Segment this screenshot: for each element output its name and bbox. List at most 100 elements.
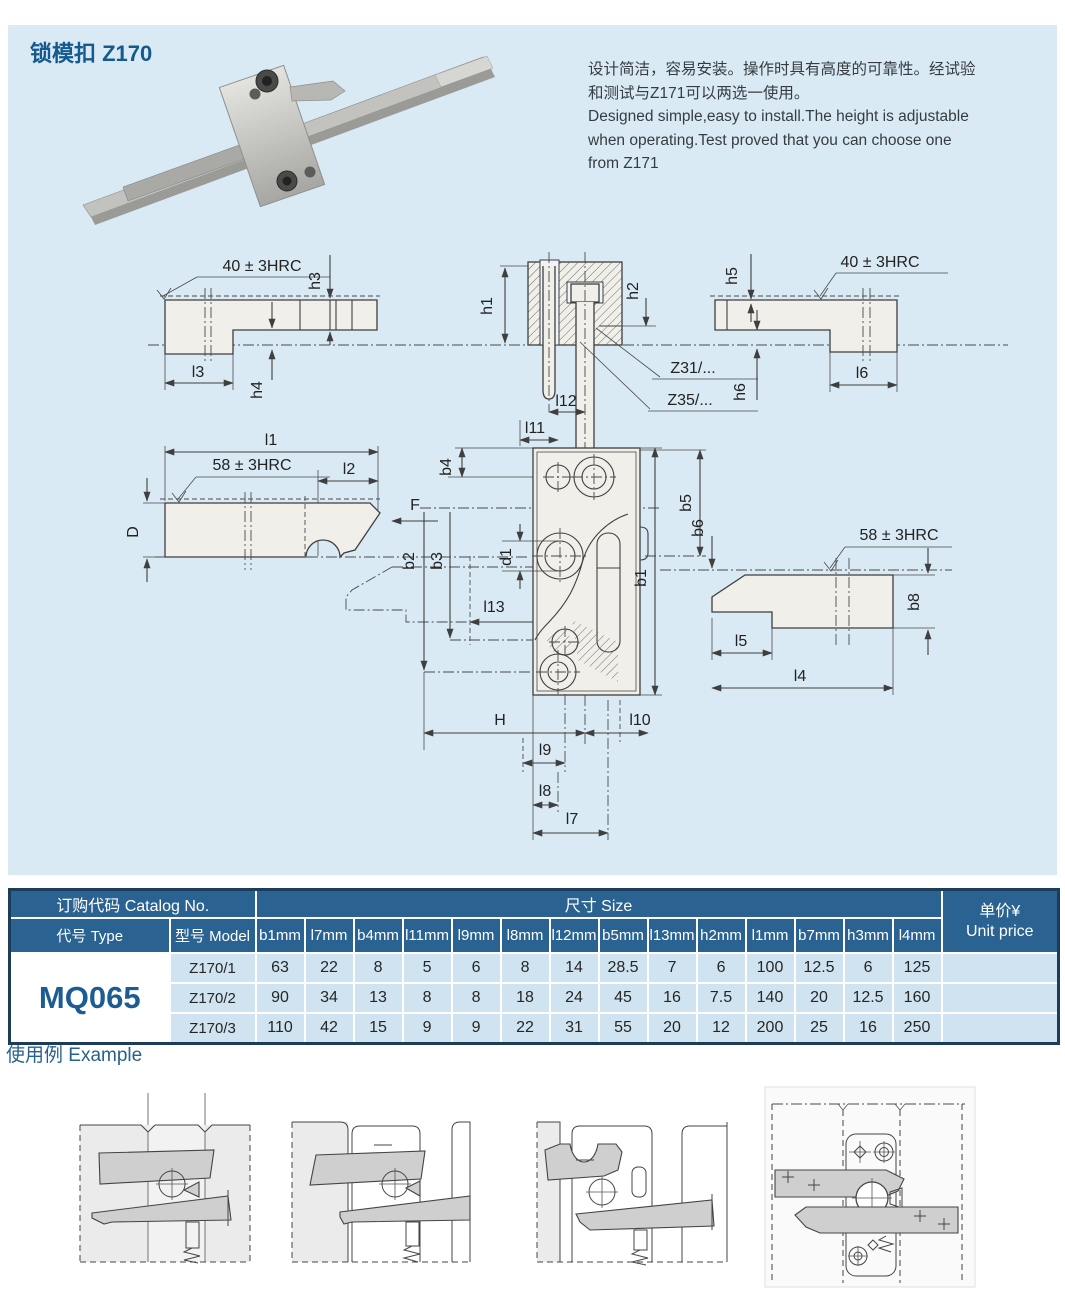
example-diagram-4 — [764, 1086, 976, 1288]
dim-label-h4: h4 — [249, 381, 266, 399]
value-cell: 140 — [744, 982, 796, 1014]
dim-label-l9: l9 — [539, 742, 552, 759]
value-cell: 6 — [695, 952, 747, 984]
value-cell: 13 — [352, 982, 404, 1014]
dim-header-l1: l1mm — [744, 917, 796, 954]
dim-label-h1: h1 — [479, 297, 496, 315]
dim-label-b2: b2 — [401, 552, 418, 570]
value-cell: 20 — [646, 1012, 698, 1045]
value-cell: 8 — [499, 952, 551, 984]
dim-label-l7: l7 — [566, 811, 579, 828]
dim-label-h3: h3 — [307, 272, 324, 290]
dim-label-l12: l12 — [555, 393, 576, 410]
usage-examples — [79, 1086, 976, 1288]
latch-plate — [218, 64, 346, 208]
model-cell: Z170/3 — [168, 1012, 257, 1045]
value-cell: 90 — [254, 982, 306, 1014]
phantom-arm-outline — [345, 566, 542, 623]
example-diagram-2 — [291, 1121, 471, 1263]
value-cell: 14 — [548, 952, 600, 984]
dim-label-l5: l5 — [735, 633, 748, 650]
model-cell: Z170/1 — [168, 952, 257, 984]
dim-label-d1: d1 — [498, 548, 515, 566]
value-cell: 5 — [401, 952, 453, 984]
dim-header-l9: l9mm — [450, 917, 502, 954]
product-description: 设计简洁，容易安装。操作时具有高度的可靠性。经试验 和测试与Z171可以两选一使… — [588, 58, 1050, 176]
dim-label-l8: l8 — [539, 783, 552, 800]
value-cell: 9 — [450, 1012, 502, 1045]
dim-label-b1: b1 — [633, 569, 650, 587]
value-cell: 8 — [450, 982, 502, 1014]
value-cell: 45 — [597, 982, 649, 1014]
unit-price-cell — [940, 952, 1060, 984]
header-model: 型号 Model — [168, 917, 257, 954]
value-cell: 25 — [793, 1012, 845, 1045]
dim-header-h3: h3mm — [842, 917, 894, 954]
description-en-line2: when operating.Test proved that you can … — [588, 131, 952, 149]
dim-label-hardness40-left: 40 ± 3HRC — [222, 258, 301, 275]
value-cell: 16 — [842, 1012, 894, 1045]
value-cell: 22 — [303, 952, 355, 984]
header-unit-price-en: Unit price — [965, 922, 1034, 940]
dim-label-l1: l1 — [265, 432, 278, 449]
dim-header-l8: l8mm — [499, 917, 551, 954]
dim-label-b8: b8 — [906, 593, 923, 611]
view-arm-side: 58 ± 3HRC b8 l5 l4 — [711, 527, 952, 695]
view-top-right: 40 ± 3HRC h5 h6 l6 — [710, 254, 948, 401]
value-cell: 125 — [891, 952, 943, 984]
value-cell: 15 — [352, 1012, 404, 1045]
value-cell: 9 — [401, 1012, 453, 1045]
dim-label-hardness58-right: 58 ± 3HRC — [859, 527, 938, 544]
header-unit-price-cn: 单价¥ — [979, 902, 1021, 920]
value-cell: 20 — [793, 982, 845, 1014]
value-cell: 6 — [842, 952, 894, 984]
dim-header-b5: b5mm — [597, 917, 649, 954]
dim-label-h2: h2 — [625, 282, 642, 300]
value-cell: 200 — [744, 1012, 796, 1045]
dim-header-l11: l11mm — [401, 917, 453, 954]
example-diagram-3 — [536, 1121, 728, 1266]
view-top-left: 40 ± 3HRC h3 h4 l3 — [156, 255, 380, 399]
value-cell: 160 — [891, 982, 943, 1014]
dim-header-l4: l4mm — [891, 917, 943, 954]
header-type: 代号 Type — [8, 917, 171, 954]
example-diagram-1 — [79, 1093, 251, 1264]
dim-header-b1: b1mm — [254, 917, 306, 954]
dim-header-h2: h2mm — [695, 917, 747, 954]
dim-label-b6: b6 — [690, 519, 707, 537]
value-cell: 55 — [597, 1012, 649, 1045]
dim-label-z35: Z35/... — [667, 392, 712, 409]
header-size: 尺寸 Size — [254, 888, 943, 919]
dim-header-b4: b4mm — [352, 917, 404, 954]
page-title: 锁模扣 Z170 — [30, 41, 153, 66]
header-unit-price: 单价¥ Unit price — [940, 888, 1060, 954]
dim-label-l11: l11 — [525, 420, 545, 437]
model-cell: Z170/2 — [168, 982, 257, 1014]
dim-header-l12: l12mm — [548, 917, 600, 954]
value-cell: 12.5 — [793, 952, 845, 984]
value-cell: 22 — [499, 1012, 551, 1045]
view-section: h1 h2 Z31/... Z35/... l12 l11 — [479, 252, 758, 465]
dim-label-l13: l13 — [483, 599, 504, 616]
value-cell: 110 — [254, 1012, 306, 1045]
product-photo — [82, 55, 495, 225]
dim-label-z31: Z31/... — [670, 360, 715, 377]
example-heading: 使用例 Example — [6, 1045, 143, 1066]
value-cell: 250 — [891, 1012, 943, 1045]
dim-label-h6: h6 — [732, 383, 749, 401]
value-cell: 8 — [401, 982, 453, 1014]
dim-label-l4: l4 — [794, 668, 807, 685]
description-zh-line2: 和测试与Z171可以两选一使用。 — [588, 84, 810, 102]
dim-label-hardness40-right: 40 ± 3HRC — [840, 254, 919, 271]
unit-price-cell — [940, 1012, 1060, 1045]
value-cell: 28.5 — [597, 952, 649, 984]
size-table: 订购代码 Catalog No. 尺寸 Size 单价¥ Unit price … — [8, 888, 1061, 1045]
dim-label-l6: l6 — [856, 365, 869, 382]
value-cell: 7 — [646, 952, 698, 984]
dim-label-h5: h5 — [724, 267, 741, 285]
view-front: d1 b5 b6 b1 H l10 l9 l8 l7 — [423, 447, 716, 840]
hatch-area — [572, 620, 618, 682]
dim-label-b3: b3 — [429, 552, 446, 570]
dim-label-hardness58-left: 58 ± 3HRC — [212, 457, 291, 474]
